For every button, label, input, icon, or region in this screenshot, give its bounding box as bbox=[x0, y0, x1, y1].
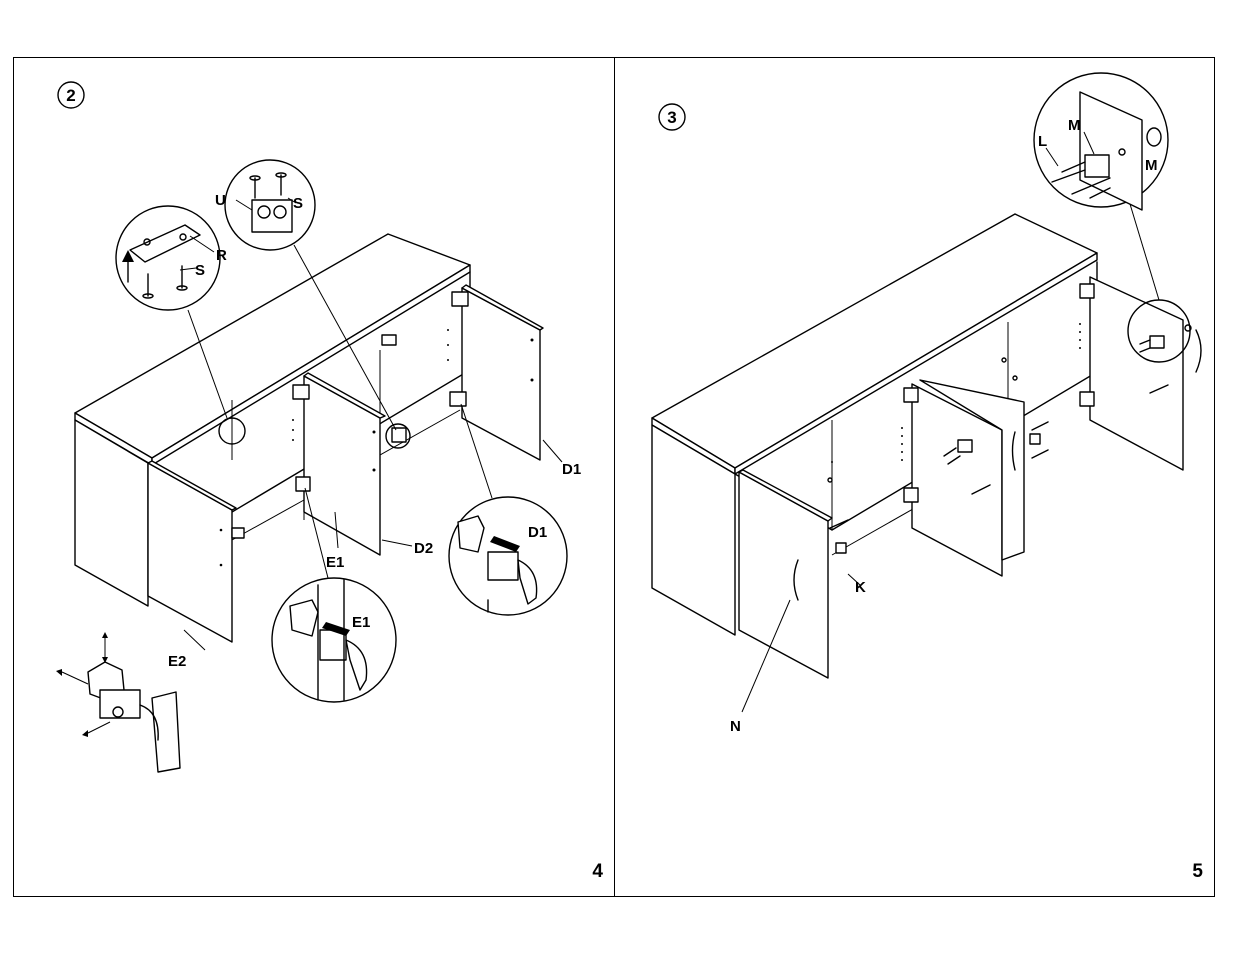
label-e2: E2 bbox=[168, 653, 186, 670]
left-cabinet bbox=[75, 234, 543, 642]
label-s-top: S bbox=[293, 195, 303, 212]
label-d2: D2 bbox=[414, 540, 433, 557]
page-number-right: 5 bbox=[1192, 861, 1203, 882]
right-step-badge: 3 bbox=[659, 104, 685, 130]
hinge-adjustment-drawing bbox=[56, 632, 180, 772]
label-r: R bbox=[216, 247, 227, 264]
label-m-top: M bbox=[1068, 117, 1081, 134]
label-k: K bbox=[855, 579, 866, 596]
label-u: U bbox=[215, 192, 226, 209]
label-m-right: M bbox=[1145, 157, 1158, 174]
svg-text:2: 2 bbox=[66, 86, 75, 105]
page-number-left: 4 bbox=[592, 861, 603, 882]
label-l: L bbox=[1038, 133, 1047, 150]
svg-text:3: 3 bbox=[667, 108, 676, 127]
label-d1-cabinet: D1 bbox=[562, 461, 581, 478]
label-n: N bbox=[730, 718, 741, 735]
right-cabinet bbox=[652, 214, 1201, 678]
label-e1-cabinet: E1 bbox=[326, 554, 344, 571]
label-e1-detail: E1 bbox=[352, 614, 370, 631]
left-step-badge: 2 bbox=[58, 82, 84, 108]
label-s-left: S bbox=[195, 262, 205, 279]
label-d1-detail: D1 bbox=[528, 524, 547, 541]
